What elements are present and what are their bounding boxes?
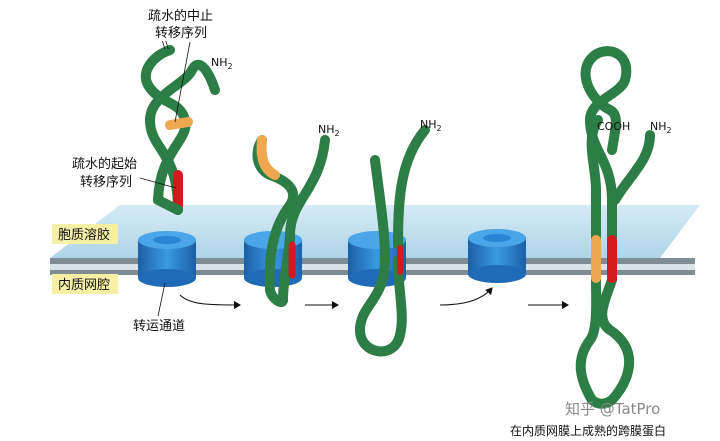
translocon-4 (468, 229, 526, 283)
polypeptide-stage-3 (355, 125, 430, 357)
curved-arrow-icon (179, 294, 241, 309)
start-transfer-label-line1: 疏水的起始 (72, 156, 137, 172)
nh2-label-2: NH2 (318, 123, 340, 138)
start-transfer-leader (139, 177, 177, 189)
polypeptide-stage-2 (252, 135, 330, 307)
start-transfer-label-line2: 转移序列 (80, 175, 132, 190)
stop-transfer-leader (174, 41, 191, 123)
caption: 在内质网膜上成熟的跨膜蛋白 (510, 423, 666, 438)
nh2-label-4: NH2 (650, 120, 672, 135)
stop-transfer-label-line2: 转移序列 (155, 26, 207, 41)
curved-arrow-icon (439, 287, 493, 306)
watermark: 知乎 @TatPro (565, 400, 660, 418)
polypeptide-stage-1 (140, 45, 220, 215)
translocon-1 (138, 231, 196, 287)
stop-transfer-label-line1: 疏水的中止 (148, 8, 213, 24)
nh2-label-1: NH2 (211, 56, 233, 71)
cooh-label: COOH (597, 120, 630, 133)
nh2-label-3: NH2 (420, 118, 442, 133)
cytosol-label-box: 胞质溶胶 (52, 224, 118, 244)
er-lumen-label-box: 内质网腔 (52, 274, 118, 294)
translocon-leader (157, 282, 166, 317)
cytosol-label: 胞质溶胶 (58, 227, 110, 243)
polypeptide-stage-4 (575, 46, 655, 409)
translocon-3 (348, 231, 406, 287)
translocon-label: 转运通道 (133, 319, 185, 334)
cleavage-tick: \\ (162, 40, 169, 51)
er-lumen-label: 内质网腔 (58, 277, 110, 293)
